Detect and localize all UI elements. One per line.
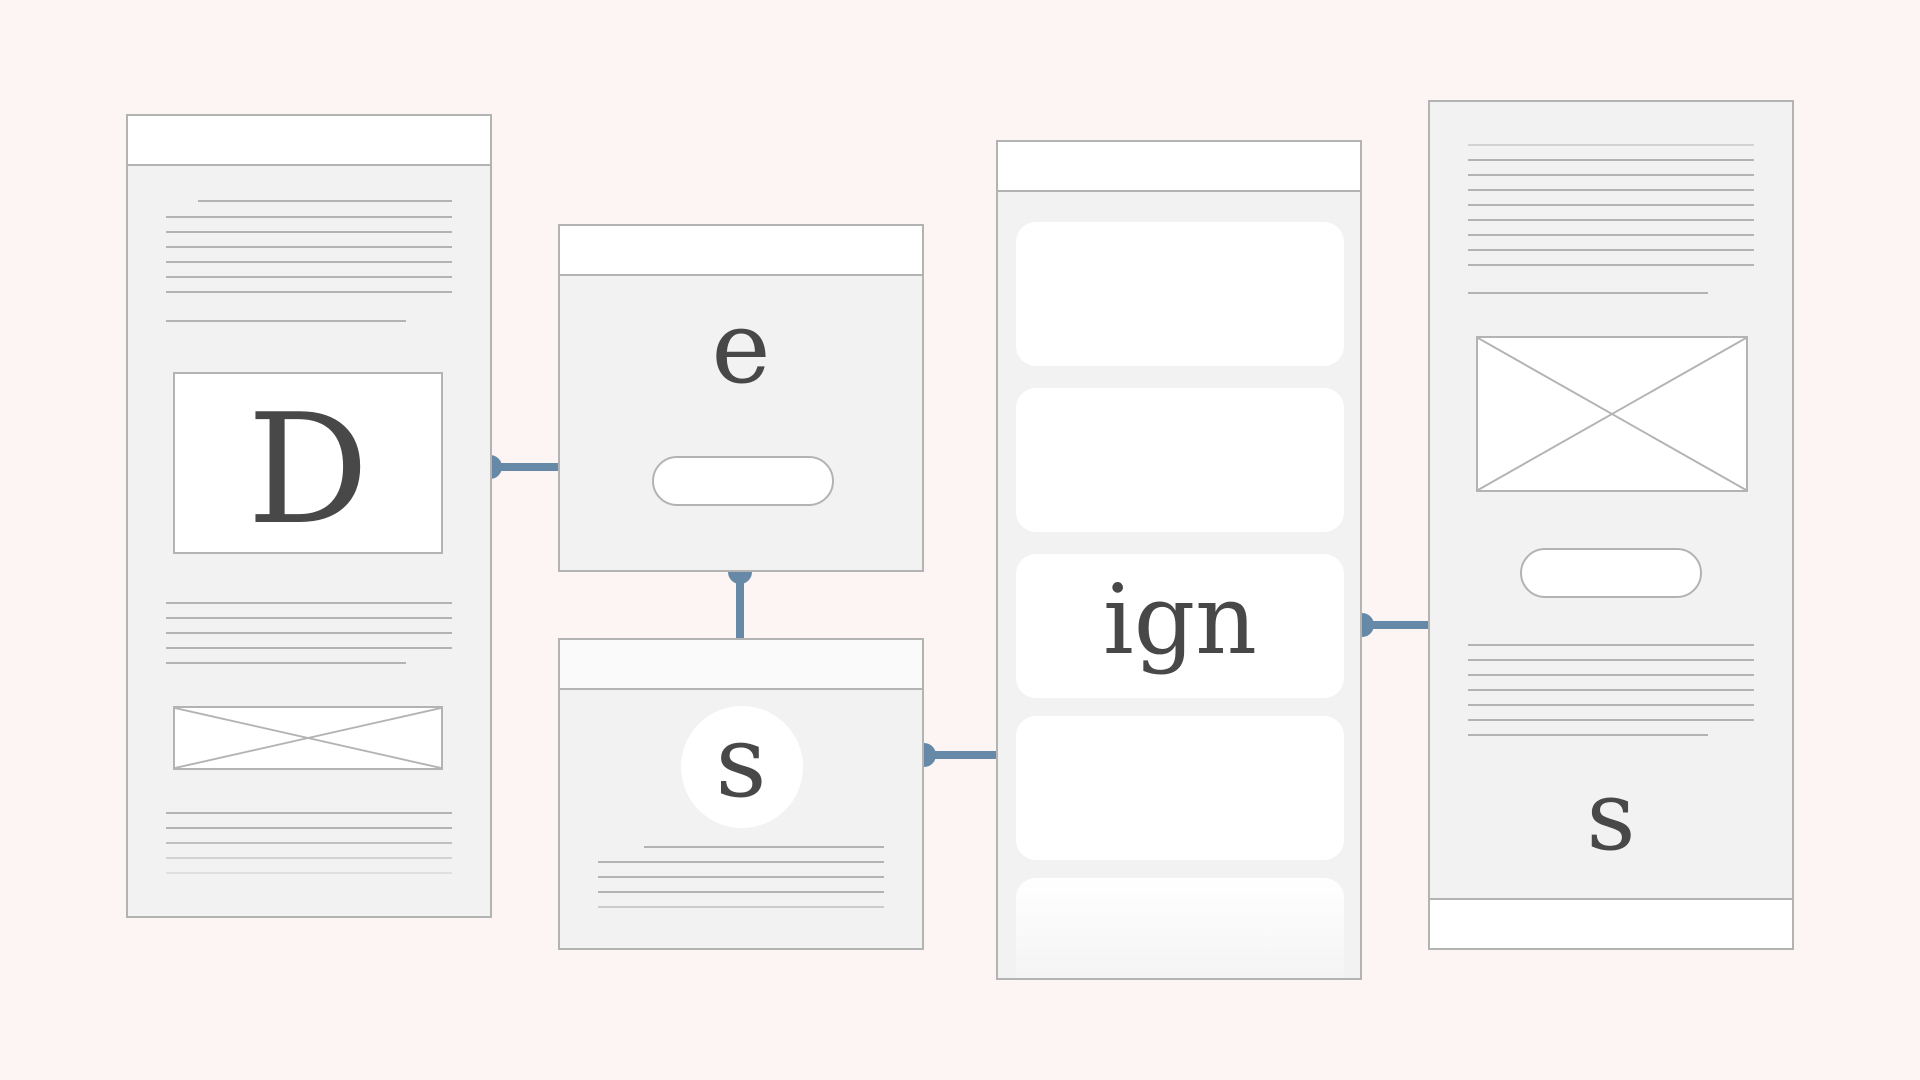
hero-image-box: D [173,372,443,554]
text-line [1468,144,1754,146]
avatar-circle [681,706,803,828]
text-line [166,662,406,664]
text-line [166,216,452,218]
text-line [1468,159,1754,161]
text-line [1468,174,1754,176]
text-line [166,842,452,844]
text-line [198,200,452,202]
text-line [166,647,452,649]
text-line [166,617,452,619]
list-card [1016,388,1344,532]
list-card [1016,222,1344,366]
text-line [598,876,884,878]
letter-d: D [247,381,369,558]
text-line [598,861,884,863]
text-line [166,276,452,278]
text-line [166,320,406,322]
text-line [166,231,452,233]
text-line [166,632,452,634]
text-line [1468,204,1754,206]
window-header-bar [560,226,922,276]
image-placeholder [1476,336,1748,492]
text-line [1468,719,1754,721]
text-line [598,906,884,908]
text-line [166,261,452,263]
text-line [1468,689,1754,691]
letter-e: e [711,289,771,406]
text-line [166,602,452,604]
text-line [166,827,452,829]
list-card: ign [1016,554,1344,698]
wireframe-card-list-4: ign [996,140,1362,980]
text-line [166,291,452,293]
wireframe-window-2: e [558,224,924,572]
button-placeholder [652,456,834,506]
letter-ign: ign [1103,564,1257,676]
text-line [166,812,452,814]
text-line [1468,659,1754,661]
text-line [598,891,884,893]
text-line [1468,734,1708,736]
button-placeholder [1520,548,1702,598]
text-line [1468,292,1708,294]
text-line [1468,189,1754,191]
text-line [644,846,884,848]
wireframe-page-5: s [1428,100,1794,950]
image-placeholder [173,706,443,770]
window-header-bar [560,640,922,690]
wireframe-window-3: s [558,638,924,950]
text-line [1468,249,1754,251]
image-placeholder-cross [175,708,441,768]
image-placeholder-cross [1478,338,1746,490]
text-line [166,872,452,874]
page-footer-bar [1430,898,1792,948]
text-line [1468,644,1754,646]
text-line [1468,674,1754,676]
list-header-bar [998,142,1360,192]
text-line [1468,264,1754,266]
list-card [1016,716,1344,860]
text-line [166,246,452,248]
letter-s: s [1586,760,1636,872]
letter-s: s [715,703,767,820]
text-line [1468,704,1754,706]
text-line [1468,219,1754,221]
text-line [166,857,452,859]
wireframe-page-1: D [126,114,492,918]
text-line [1468,234,1754,236]
page-header-bar [128,116,490,166]
list-card [1016,878,1344,978]
